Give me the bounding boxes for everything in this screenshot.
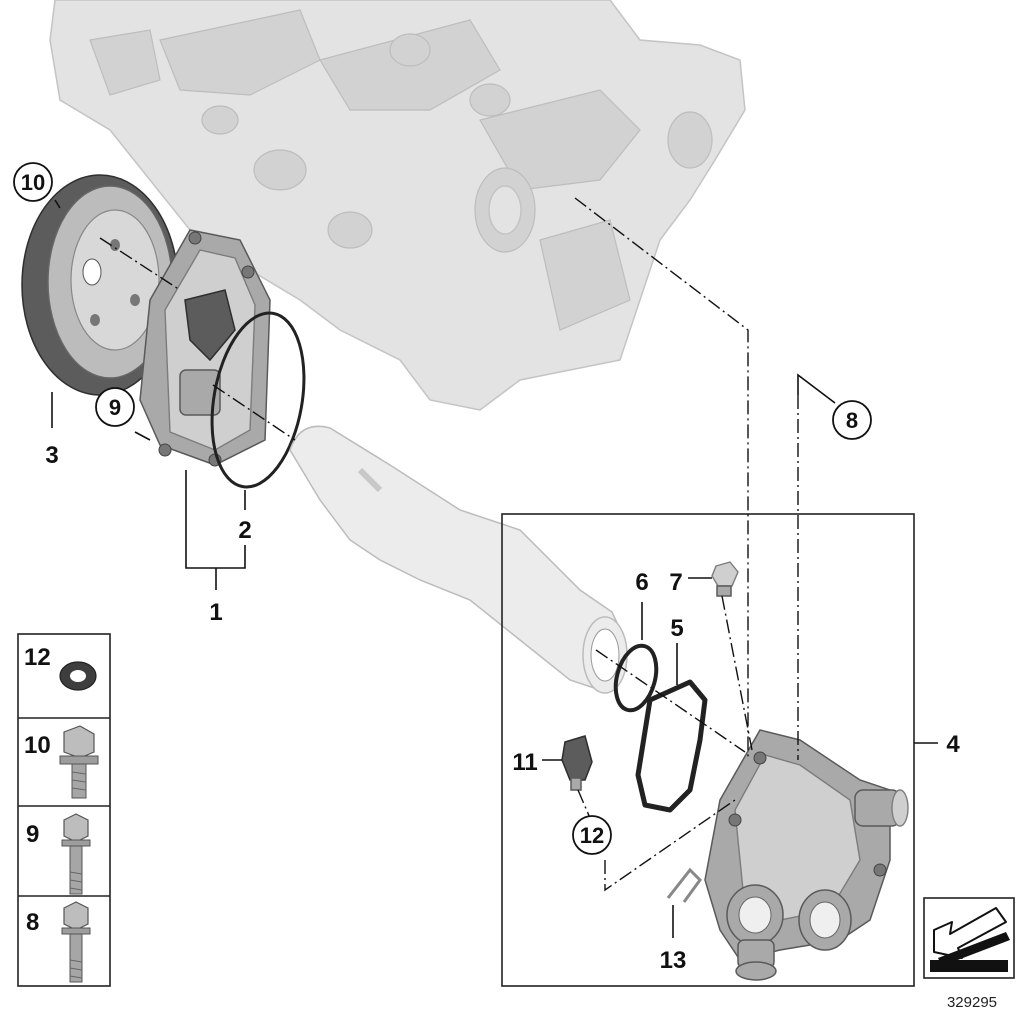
callout-11: 11	[512, 749, 537, 776]
o-ring	[613, 643, 659, 713]
callout-9: 9	[109, 395, 121, 420]
water-pump	[139, 229, 271, 467]
diagram-id: 329295	[947, 994, 997, 1011]
hex-bolt-longer-icon	[61, 901, 91, 983]
gasket-ring	[210, 311, 306, 489]
callouts: 10 3 9 2 1 8 6 7 5 4 11 12 13	[13, 162, 960, 974]
sealing-ring-icon	[59, 661, 97, 691]
temperature-sensor	[561, 735, 593, 791]
callout-circle-10	[13, 162, 53, 202]
cylinder-head	[49, 0, 746, 411]
arrow-back-icon	[930, 907, 1010, 972]
callout-12: 12	[580, 823, 604, 848]
callout-3: 3	[45, 442, 58, 469]
hex-bolt-short-icon	[59, 725, 99, 799]
profile-gasket	[635, 679, 708, 813]
callout-6: 6	[635, 569, 648, 596]
callout-10: 10	[21, 170, 45, 195]
thermostat-housing	[704, 729, 909, 981]
legend-label-8: 8	[26, 909, 39, 936]
callout-13: 13	[660, 947, 687, 974]
leader-lines	[51, 199, 938, 938]
fastener-legend: 12 10 9 8	[17, 633, 111, 987]
callout-1: 1	[209, 599, 222, 626]
nav-arrow-button[interactable]	[923, 897, 1015, 979]
callout-2: 2	[238, 517, 251, 544]
legend-label-12: 12	[24, 644, 51, 671]
legend-label-9: 9	[26, 821, 39, 848]
callout-circle-8	[832, 400, 872, 440]
thermostat-group-frame	[501, 513, 915, 987]
legend-label-10: 10	[24, 732, 51, 759]
screw-plug	[711, 561, 739, 597]
callout-circle-9	[95, 387, 135, 427]
callout-5: 5	[670, 615, 683, 642]
assembly-lines	[99, 197, 799, 892]
callout-4: 4	[946, 731, 960, 758]
pulley	[21, 174, 179, 396]
callout-7: 7	[669, 569, 682, 596]
coolant-pipe	[289, 425, 628, 694]
clip	[666, 867, 702, 903]
hex-bolt-long-icon	[61, 813, 91, 895]
callout-8: 8	[846, 408, 858, 433]
callout-circle-12	[572, 815, 612, 855]
